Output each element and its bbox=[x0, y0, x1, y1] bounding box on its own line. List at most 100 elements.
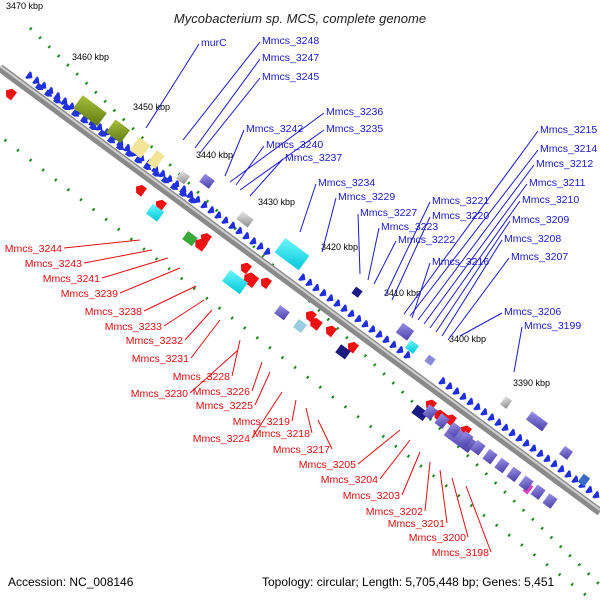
gene-feature bbox=[542, 493, 558, 509]
gene-feature bbox=[452, 387, 460, 395]
gene-feature bbox=[351, 286, 363, 298]
gene-feature bbox=[405, 339, 419, 354]
gene-feature bbox=[530, 484, 546, 500]
gene-feature bbox=[403, 350, 411, 359]
tick-labels: 3470 kbp 3460 kbp 3450 kbp 3440 kbp 3430… bbox=[6, 1, 550, 388]
gene-feature bbox=[53, 91, 61, 100]
forward-gene-label: Mmcs_3214 bbox=[540, 143, 597, 155]
forward-gene-label: Mmcs_3234 bbox=[318, 177, 375, 189]
gene-feature bbox=[152, 169, 161, 177]
gene-feature bbox=[335, 344, 351, 360]
reverse-gene-label: Mmcs_3219 bbox=[233, 416, 290, 428]
leader-line bbox=[373, 240, 397, 285]
reverse-gene-label: Mmcs_3225 bbox=[196, 400, 253, 412]
gene-feature bbox=[170, 182, 179, 190]
gene-feature bbox=[260, 277, 272, 290]
gene-feature bbox=[235, 226, 243, 235]
gene-feature bbox=[249, 236, 257, 245]
leader-line bbox=[459, 312, 503, 337]
gene-feature bbox=[564, 470, 572, 478]
leader-line bbox=[239, 129, 325, 191]
gene-feature bbox=[585, 485, 593, 494]
gene-feature bbox=[263, 247, 271, 255]
gene-feature bbox=[515, 433, 523, 442]
gene-feature bbox=[125, 149, 134, 157]
gene-feature bbox=[60, 97, 68, 105]
gene-feature bbox=[487, 413, 495, 421]
gene-feature bbox=[200, 200, 208, 209]
genome-backbone bbox=[0, 64, 600, 516]
gene-feature bbox=[179, 189, 188, 197]
reverse-gene-label: Mmcs_3241 bbox=[43, 273, 100, 285]
gene-feature bbox=[375, 330, 383, 338]
leader-line bbox=[357, 213, 361, 275]
reverse-gene-label: Mmcs_3201 bbox=[388, 518, 445, 530]
genome-backbone-highlight bbox=[0, 65, 600, 511]
gene-feature bbox=[459, 392, 467, 400]
leader-line bbox=[231, 339, 241, 377]
gene-feature bbox=[44, 89, 53, 97]
gene-feature bbox=[62, 102, 71, 110]
gene-feature bbox=[361, 319, 369, 328]
leader-line bbox=[317, 419, 333, 450]
topology-text: Topology: circular; Length: 5,705,448 bp… bbox=[262, 575, 555, 589]
gene-feature bbox=[116, 142, 125, 150]
gene-feature bbox=[438, 376, 446, 385]
reverse-gene-label: Mmcs_3232 bbox=[126, 335, 183, 347]
gene-feature bbox=[214, 211, 222, 219]
reverse-gene-label: Mmcs_3203 bbox=[343, 490, 400, 502]
leader-line bbox=[190, 319, 221, 359]
gene-feature bbox=[73, 95, 107, 126]
gene-feature bbox=[499, 396, 513, 409]
leader-line bbox=[409, 149, 539, 317]
leader-line bbox=[119, 267, 181, 294]
gene-feature bbox=[508, 428, 516, 437]
gene-feature bbox=[559, 445, 573, 460]
leader-line bbox=[513, 326, 523, 373]
reverse-gene-label: Mmcs_3243 bbox=[25, 258, 82, 270]
leader-line bbox=[143, 285, 197, 312]
forward-gene-label: murC bbox=[201, 37, 227, 49]
forward-gene-label: Mmcs_3209 bbox=[512, 214, 569, 226]
gene-feature bbox=[89, 122, 98, 130]
tick-label: 3400 kbp bbox=[449, 334, 486, 344]
gene-feature bbox=[107, 136, 116, 144]
gene-feature bbox=[482, 448, 498, 465]
gene-feature bbox=[95, 123, 103, 131]
gene-feature bbox=[333, 299, 341, 307]
tick-label: 3460 kbp bbox=[72, 52, 109, 62]
leader-line bbox=[184, 309, 213, 341]
leader-line bbox=[391, 216, 431, 301]
gene-feature bbox=[274, 237, 310, 271]
gene-feature bbox=[228, 221, 236, 230]
gene-feature bbox=[186, 190, 194, 198]
gene-feature bbox=[143, 162, 152, 170]
gene-feature bbox=[543, 454, 551, 463]
gene-feature bbox=[411, 404, 429, 421]
gene-feature bbox=[424, 354, 436, 366]
reverse-gene-label: Mmcs_3233 bbox=[105, 321, 162, 333]
leader-line bbox=[249, 158, 284, 197]
gene-feature bbox=[135, 184, 147, 197]
reverse-gene-label: Mmcs_3217 bbox=[273, 444, 330, 456]
gene-feature bbox=[506, 466, 522, 483]
gene-feature bbox=[158, 169, 166, 178]
gene-feature bbox=[326, 293, 334, 302]
reverse-gene-label: Mmcs_3230 bbox=[131, 388, 188, 400]
gene-feature bbox=[494, 457, 510, 474]
leader-line bbox=[189, 349, 239, 394]
forward-gene-label: Mmcs_3199 bbox=[524, 320, 581, 332]
accession-text: Accession: NC_008146 bbox=[8, 575, 134, 589]
forward-gene-label: Mmcs_3227 bbox=[360, 207, 417, 219]
gene-feature bbox=[470, 439, 486, 456]
forward-gene-label: Mmcs_3211 bbox=[529, 177, 586, 189]
outer-tick-track bbox=[28, 26, 600, 587]
leader-line bbox=[224, 129, 245, 177]
leader-line bbox=[229, 112, 325, 183]
tick-label: 3450 kbp bbox=[133, 102, 170, 112]
gene-feature bbox=[293, 319, 307, 333]
gene-feature bbox=[536, 449, 544, 457]
leader-line bbox=[254, 371, 271, 406]
reverse-gene-label: Mmcs_3200 bbox=[409, 532, 466, 544]
gene-feature bbox=[571, 475, 579, 483]
